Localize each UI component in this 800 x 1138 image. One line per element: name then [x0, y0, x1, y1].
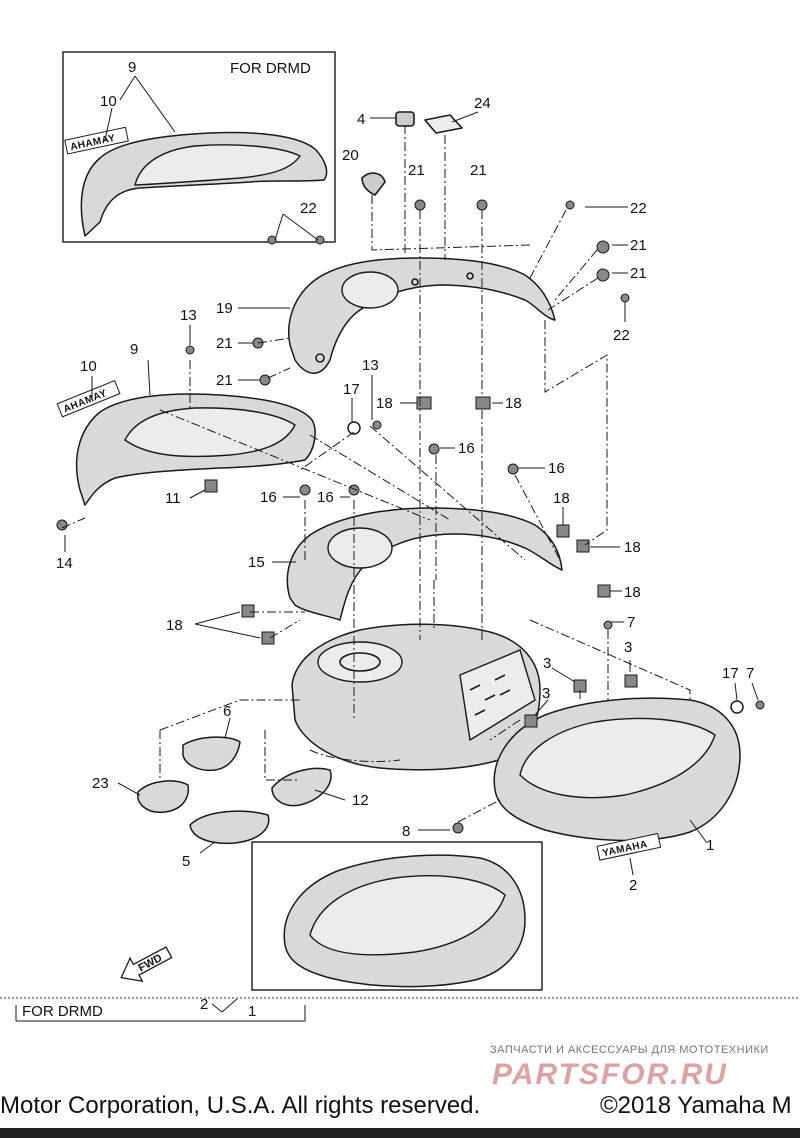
callout-3-c: 3 — [542, 685, 550, 702]
callout-3-a: 3 — [624, 639, 632, 656]
callout-18-f: 18 — [166, 617, 183, 634]
callout-20: 20 — [342, 147, 359, 164]
callout-7-a: 7 — [627, 614, 635, 631]
callout-21-left-a: 21 — [216, 335, 233, 352]
callout-24: 24 — [474, 95, 491, 112]
callout-19: 19 — [216, 300, 233, 317]
callout-21-right-b: 21 — [630, 265, 647, 282]
callout-22-left: 22 — [300, 200, 317, 217]
callout-21-right-a: 21 — [630, 237, 647, 254]
callout-7-b: 7 — [746, 665, 754, 682]
callout-22-right: 22 — [630, 200, 647, 217]
pad-6 — [182, 736, 241, 772]
fuel-tank — [291, 623, 541, 771]
callout-18-c: 18 — [553, 490, 570, 507]
inset-box-bottom-label: FOR DRMD — [22, 1003, 103, 1020]
bottom-bar — [0, 1128, 800, 1138]
callout-18-b: 18 — [505, 395, 522, 412]
callout-16-d: 16 — [317, 489, 334, 506]
callout-2: 2 — [629, 877, 637, 894]
footer-right-text: ©2018 Yamaha M — [600, 1092, 792, 1119]
callout-21-left-b: 21 — [216, 372, 233, 389]
inset-box-bottom — [251, 841, 543, 991]
inset-emblem: AHAMAY — [64, 126, 129, 155]
callout-5: 5 — [182, 853, 190, 870]
callout-17-right: 17 — [722, 665, 739, 682]
footer-left-text: Motor Corporation, U.S.A. All rights res… — [0, 1092, 481, 1119]
pad-12 — [271, 767, 332, 807]
callout-15: 15 — [248, 554, 265, 571]
callout-23: 23 — [92, 775, 109, 792]
callout-18-e: 18 — [624, 584, 641, 601]
callout-21-top-a: 21 — [408, 162, 425, 179]
callout-10-inset: 10 — [100, 93, 117, 110]
assembly-lines — [61, 125, 691, 823]
svg-text:FWD: FWD — [136, 952, 164, 974]
callout-12: 12 — [352, 792, 369, 809]
part-1-tank-cover: YAMAHA — [493, 697, 741, 861]
callout-17-mid: 17 — [343, 381, 360, 398]
callout-1: 1 — [706, 837, 714, 854]
callout-16-a: 16 — [458, 440, 475, 457]
callout-16-c: 16 — [260, 489, 277, 506]
callout-10: 10 — [80, 358, 97, 375]
callout-18-a: 18 — [376, 395, 393, 412]
callout-13-left: 13 — [180, 307, 197, 324]
part-15-inner-cover — [286, 507, 563, 621]
part-9-side-cover: AHAMAY — [56, 379, 316, 506]
leader-lines — [64, 111, 759, 876]
callouts: 4 24 20 21 21 22 22 21 21 22 19 13 21 21… — [56, 95, 754, 894]
fwd-arrow-icon: FWD — [120, 946, 173, 983]
callout-9-inset: 9 — [128, 59, 136, 76]
callout-2-bottom: 2 — [200, 996, 208, 1013]
callout-21-top-b: 21 — [470, 162, 487, 179]
bottom-left-label-area: FOR DRMD 2 1 FWD — [15, 946, 306, 1022]
watermark-logo: PARTSFOR.RU — [492, 1058, 728, 1091]
callout-11: 11 — [165, 490, 181, 507]
copyright-footer: Motor Corporation, U.S.A. All rights res… — [0, 1092, 800, 1126]
callout-9: 9 — [130, 341, 138, 358]
pad-5 — [189, 810, 270, 845]
callout-18-d: 18 — [624, 539, 641, 556]
callout-3-b: 3 — [543, 655, 551, 672]
part-19-upper-cover — [288, 257, 556, 374]
callout-6: 6 — [223, 703, 231, 720]
callout-14: 14 — [56, 555, 73, 572]
pad-23 — [137, 780, 190, 813]
callout-4: 4 — [357, 111, 365, 128]
callout-8: 8 — [402, 823, 410, 840]
fasteners — [56, 111, 765, 834]
callout-16-b: 16 — [548, 460, 565, 477]
callout-13-mid: 13 — [362, 357, 379, 374]
callout-22-lower: 22 — [613, 327, 630, 344]
pads — [137, 736, 332, 845]
callout-1-bottom: 1 — [248, 1003, 256, 1020]
watermark-tagline: ЗАПЧАСТИ И АКСЕССУАРЫ ДЛЯ МОТОТЕХНИКИ — [490, 1044, 769, 1056]
inset-box-top: FOR DRMD AHAMAY 9 10 — [62, 51, 336, 243]
inset-box-top-label: FOR DRMD — [230, 60, 311, 77]
